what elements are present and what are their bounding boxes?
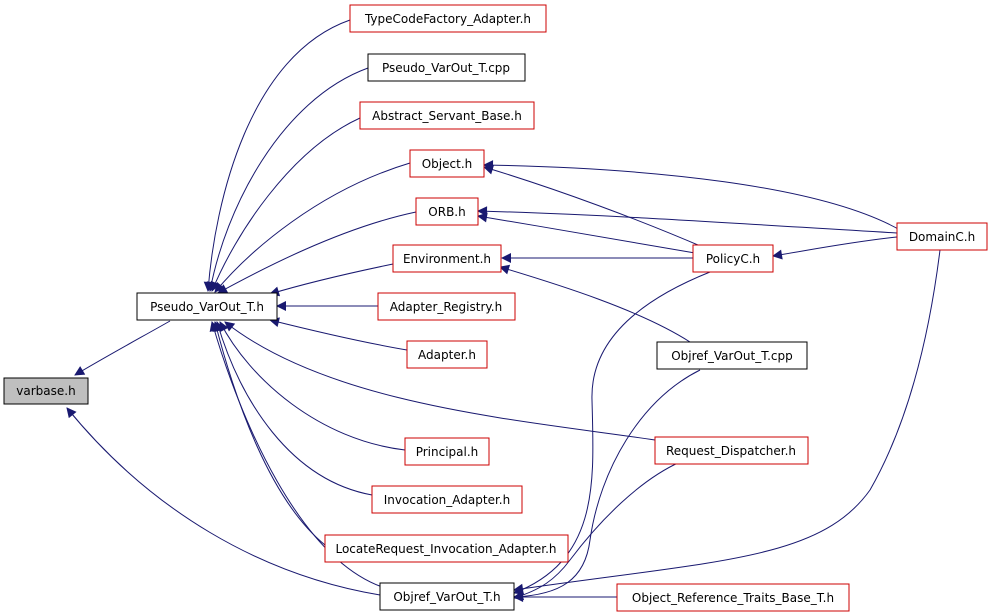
node-object-reference-traits-base[interactable]: Object_Reference_Traits_Base_T.h bbox=[616, 583, 850, 612]
node-label: Invocation_Adapter.h bbox=[384, 493, 510, 507]
node-label: Object_Reference_Traits_Base_T.h bbox=[632, 591, 834, 605]
edge-typecodefactory-to-pseudo bbox=[203, 19, 351, 292]
edge-objref-cpp-to-environment bbox=[499, 264, 691, 343]
node-label: Abstract_Servant_Base.h bbox=[372, 109, 522, 123]
node-label: Principal.h bbox=[416, 445, 479, 459]
edge-objref-cpp-to-objref-h bbox=[513, 369, 701, 602]
edge-pseudo-varout-to-varbase bbox=[74, 320, 171, 376]
node-label: Object.h bbox=[422, 157, 473, 171]
node-adapter-registry[interactable]: Adapter_Registry.h bbox=[377, 292, 516, 321]
edge-domainc-to-policyc bbox=[772, 236, 898, 260]
node-varbase[interactable]: varbase.h bbox=[3, 377, 89, 405]
node-typecodefactory-adapter[interactable]: TypeCodeFactory_Adapter.h bbox=[349, 4, 547, 33]
edge-policyc-to-object bbox=[483, 164, 706, 249]
edge-adapter-to-pseudo bbox=[269, 317, 408, 351]
edge-policyc-to-objref-h bbox=[513, 271, 711, 595]
node-objref-varout-cpp[interactable]: Objref_VarOut_T.cpp bbox=[656, 341, 808, 370]
node-abstract-servant-base[interactable]: Abstract_Servant_Base.h bbox=[359, 101, 535, 130]
node-label: LocateRequest_Invocation_Adapter.h bbox=[335, 542, 556, 556]
edge-principal-to-pseudo bbox=[219, 321, 406, 451]
edge-domainc-to-objref-h bbox=[513, 249, 941, 594]
edge-domainc-to-object bbox=[483, 160, 901, 231]
edge-request-dispatcher-to-objref-h bbox=[513, 461, 681, 601]
node-pseudo-varout-cpp[interactable]: Pseudo_VarOut_T.cpp bbox=[367, 53, 526, 82]
node-label: DomainC.h bbox=[909, 230, 975, 244]
node-policyc-h[interactable]: PolicyC.h bbox=[692, 244, 774, 273]
node-domainc-h[interactable]: DomainC.h bbox=[896, 222, 988, 251]
edge-domainc-to-orb bbox=[477, 206, 898, 234]
node-orb-h[interactable]: ORB.h bbox=[415, 197, 479, 226]
edge-orb-to-pseudo bbox=[217, 211, 417, 294]
edge-object-to-pseudo bbox=[214, 162, 411, 293]
edge-abstract-servant-to-pseudo bbox=[210, 117, 361, 292]
node-invocation-adapter[interactable]: Invocation_Adapter.h bbox=[371, 485, 523, 514]
node-environment-h[interactable]: Environment.h bbox=[392, 244, 502, 273]
node-label: Pseudo_VarOut_T.h bbox=[150, 300, 264, 314]
node-principal-h[interactable]: Principal.h bbox=[404, 437, 490, 466]
edge-environment-to-pseudo bbox=[269, 263, 394, 297]
edge-objref-varout-h-to-varbase bbox=[66, 407, 381, 596]
node-label: Request_Dispatcher.h bbox=[666, 444, 796, 458]
edge-objref-varout-h-to-pseudo bbox=[209, 321, 386, 589]
node-label: Adapter_Registry.h bbox=[390, 300, 502, 314]
node-pseudo-varout-h[interactable]: Pseudo_VarOut_T.h bbox=[136, 292, 278, 321]
edge-request-dispatcher-to-pseudo bbox=[224, 321, 656, 441]
node-label: TypeCodeFactory_Adapter.h bbox=[364, 12, 531, 26]
node-label: Objref_VarOut_T.h bbox=[393, 590, 500, 604]
node-label: Adapter.h bbox=[418, 348, 476, 362]
node-label: PolicyC.h bbox=[706, 252, 760, 266]
node-label: Pseudo_VarOut_T.cpp bbox=[382, 61, 510, 75]
edge-locaterequest-to-pseudo bbox=[212, 321, 326, 546]
node-adapter-h[interactable]: Adapter.h bbox=[406, 340, 488, 369]
edge-policyc-to-orb bbox=[477, 212, 696, 254]
node-label: Objref_VarOut_T.cpp bbox=[671, 349, 793, 363]
node-label: varbase.h bbox=[16, 384, 75, 398]
node-objref-varout-h[interactable]: Objref_VarOut_T.h bbox=[379, 582, 515, 611]
edge-invocation-adapter-to-pseudo bbox=[214, 321, 373, 496]
node-locaterequest-invocation-adapter[interactable]: LocateRequest_Invocation_Adapter.h bbox=[324, 534, 569, 563]
edge-pseudo-cpp-to-pseudo bbox=[206, 67, 369, 292]
node-request-dispatcher[interactable]: Request_Dispatcher.h bbox=[654, 436, 809, 465]
node-label: ORB.h bbox=[428, 205, 465, 219]
node-object-h[interactable]: Object.h bbox=[409, 149, 485, 178]
node-label: Environment.h bbox=[403, 252, 491, 266]
